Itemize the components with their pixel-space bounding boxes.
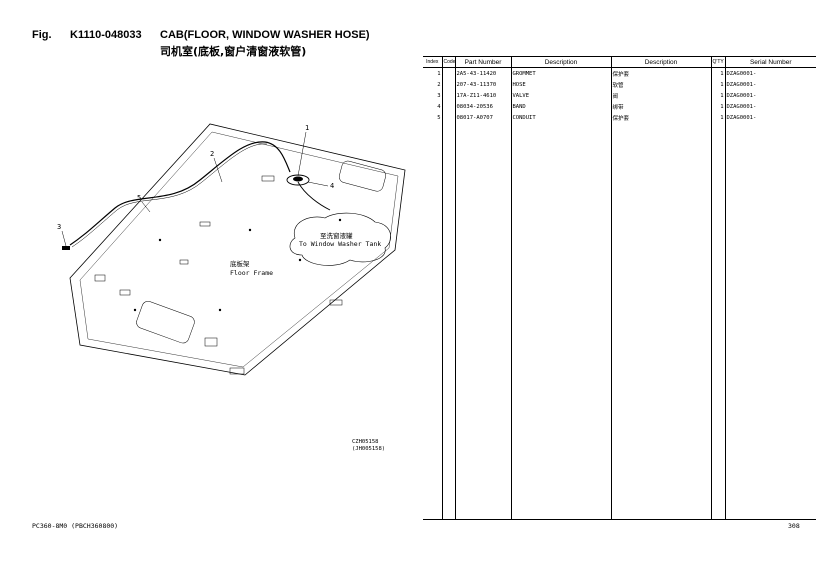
row-serial-number: DZAG0001- [724, 79, 816, 90]
table-row: 1 2A5-43-11420 GROMMET 保护套 1 DZAG0001- [423, 67, 816, 79]
frame-slot [329, 299, 343, 306]
row-code [441, 90, 455, 101]
header-serial-number: Serial Number [724, 56, 816, 68]
row-serial-number: DZAG0001- [724, 67, 816, 79]
table-row: 4 08034-20536 BAND 绑带 1 DZAG0001- [423, 101, 816, 112]
valve [62, 246, 70, 250]
header-code: Code [441, 56, 455, 68]
table-filler [423, 123, 816, 520]
row-qty: 1 [710, 67, 725, 79]
frame-hole [218, 308, 222, 312]
fig-title: CAB(FLOOR, WINDOW WASHER HOSE) [160, 29, 370, 41]
frame-label-cn: 底板架 [230, 259, 250, 268]
fig-code: K1110-048033 [70, 29, 142, 41]
table-row: 3 17A-Z11-4610 VALVE 阀 1 DZAG0001- [423, 90, 816, 101]
row-serial-number: DZAG0001- [724, 90, 816, 101]
fig-label: Fig. [32, 29, 52, 41]
row-serial-number: DZAG0001- [724, 112, 816, 123]
header-description-en: Description [510, 56, 611, 68]
frame-hole [298, 258, 302, 262]
table-row: 5 08017-A0707 CONDUIT 保护套 1 DZAG0001- [423, 112, 816, 123]
row-code [441, 112, 455, 123]
tank-label-cn: 至洗窗液罐 [320, 231, 353, 240]
table-row: 2 207-43-11370 HOSE 软管 1 DZAG0001- [423, 79, 816, 90]
frame-slot [179, 259, 189, 265]
callout-2: 2 [210, 150, 214, 158]
header-qty: Q'TY [710, 56, 725, 68]
callout-1: 1 [305, 124, 309, 132]
row-index: 4 [437, 103, 441, 110]
frame-hole [133, 308, 137, 312]
leader-line [141, 201, 151, 213]
row-description-en: HOSE [510, 79, 611, 90]
header-index: Index [423, 56, 442, 68]
frame-hole [248, 228, 252, 232]
footer-model: PC360-8M0 (PBCH360800) [32, 522, 119, 530]
row-part-number: 08017-A0707 [454, 112, 511, 123]
header-part-number: Part Number [454, 56, 511, 68]
row-description-cn: 保护套 [610, 112, 711, 123]
row-description-en: BAND [510, 101, 611, 112]
row-description-cn: 保护套 [610, 67, 711, 79]
tank-callout-cloud [289, 212, 392, 266]
tank-hose [297, 181, 331, 211]
parts-table: Index Code Part Number Description Descr… [423, 56, 816, 520]
row-index: 5 [437, 114, 441, 121]
row-code [441, 101, 455, 112]
leader-line [307, 181, 329, 187]
row-qty: 1 [710, 101, 725, 112]
tank-label-en: To Window Washer Tank [299, 240, 381, 248]
frame-hole [158, 238, 162, 242]
drawing-code: CZH05158 (JH005158) [352, 439, 386, 452]
callout-5: 5 [137, 194, 141, 202]
row-qty: 1 [710, 90, 725, 101]
row-description-cn: 软管 [610, 79, 711, 90]
row-description-cn: 绑带 [610, 101, 711, 112]
floor-frame-inner [79, 131, 399, 368]
row-description-en: CONDUIT [510, 112, 611, 123]
leader-line [297, 131, 307, 177]
parts-diagram: 1 2 3 4 5 至洗窗液罐 To Window Washer Tank 底板… [57, 123, 406, 376]
row-part-number: 08034-20536 [454, 101, 511, 112]
row-code [441, 67, 455, 79]
row-index: 3 [437, 92, 441, 99]
frame-slot [204, 337, 218, 347]
floor-frame-outline [69, 123, 406, 376]
frame-cutout [339, 160, 386, 192]
leader-line [213, 157, 223, 183]
row-index: 2 [437, 81, 441, 88]
row-serial-number: DZAG0001- [724, 101, 816, 112]
frame-slot [261, 175, 275, 182]
row-part-number: 17A-Z11-4610 [454, 90, 511, 101]
row-description-cn: 阀 [610, 90, 711, 101]
frame-hole [338, 218, 342, 222]
row-index: 1 [437, 70, 441, 77]
row-description-en: GROMMET [510, 67, 611, 79]
frame-slot [94, 274, 106, 282]
frame-slot [119, 289, 131, 296]
leader-line [61, 230, 67, 247]
frame-cutout [136, 301, 195, 344]
frame-label-en: Floor Frame [230, 269, 273, 277]
washer-hose-conduit [71, 143, 268, 248]
row-part-number: 2A5-43-11420 [454, 67, 511, 79]
washer-hose [69, 141, 291, 246]
row-qty: 1 [710, 79, 725, 90]
callout-3: 3 [57, 223, 61, 231]
fig-title-cn: 司机室(底板,窗户清窗液软管) [160, 45, 307, 58]
frame-slot [199, 221, 211, 227]
frame-slot [229, 367, 245, 375]
row-qty: 1 [710, 112, 725, 123]
row-code [441, 79, 455, 90]
row-part-number: 207-43-11370 [454, 79, 511, 90]
row-description-en: VALVE [510, 90, 611, 101]
grommet-inner [293, 176, 303, 182]
footer-page-number: 308 [788, 522, 800, 530]
callout-4: 4 [330, 182, 334, 190]
header-description-cn: Description [610, 56, 711, 68]
